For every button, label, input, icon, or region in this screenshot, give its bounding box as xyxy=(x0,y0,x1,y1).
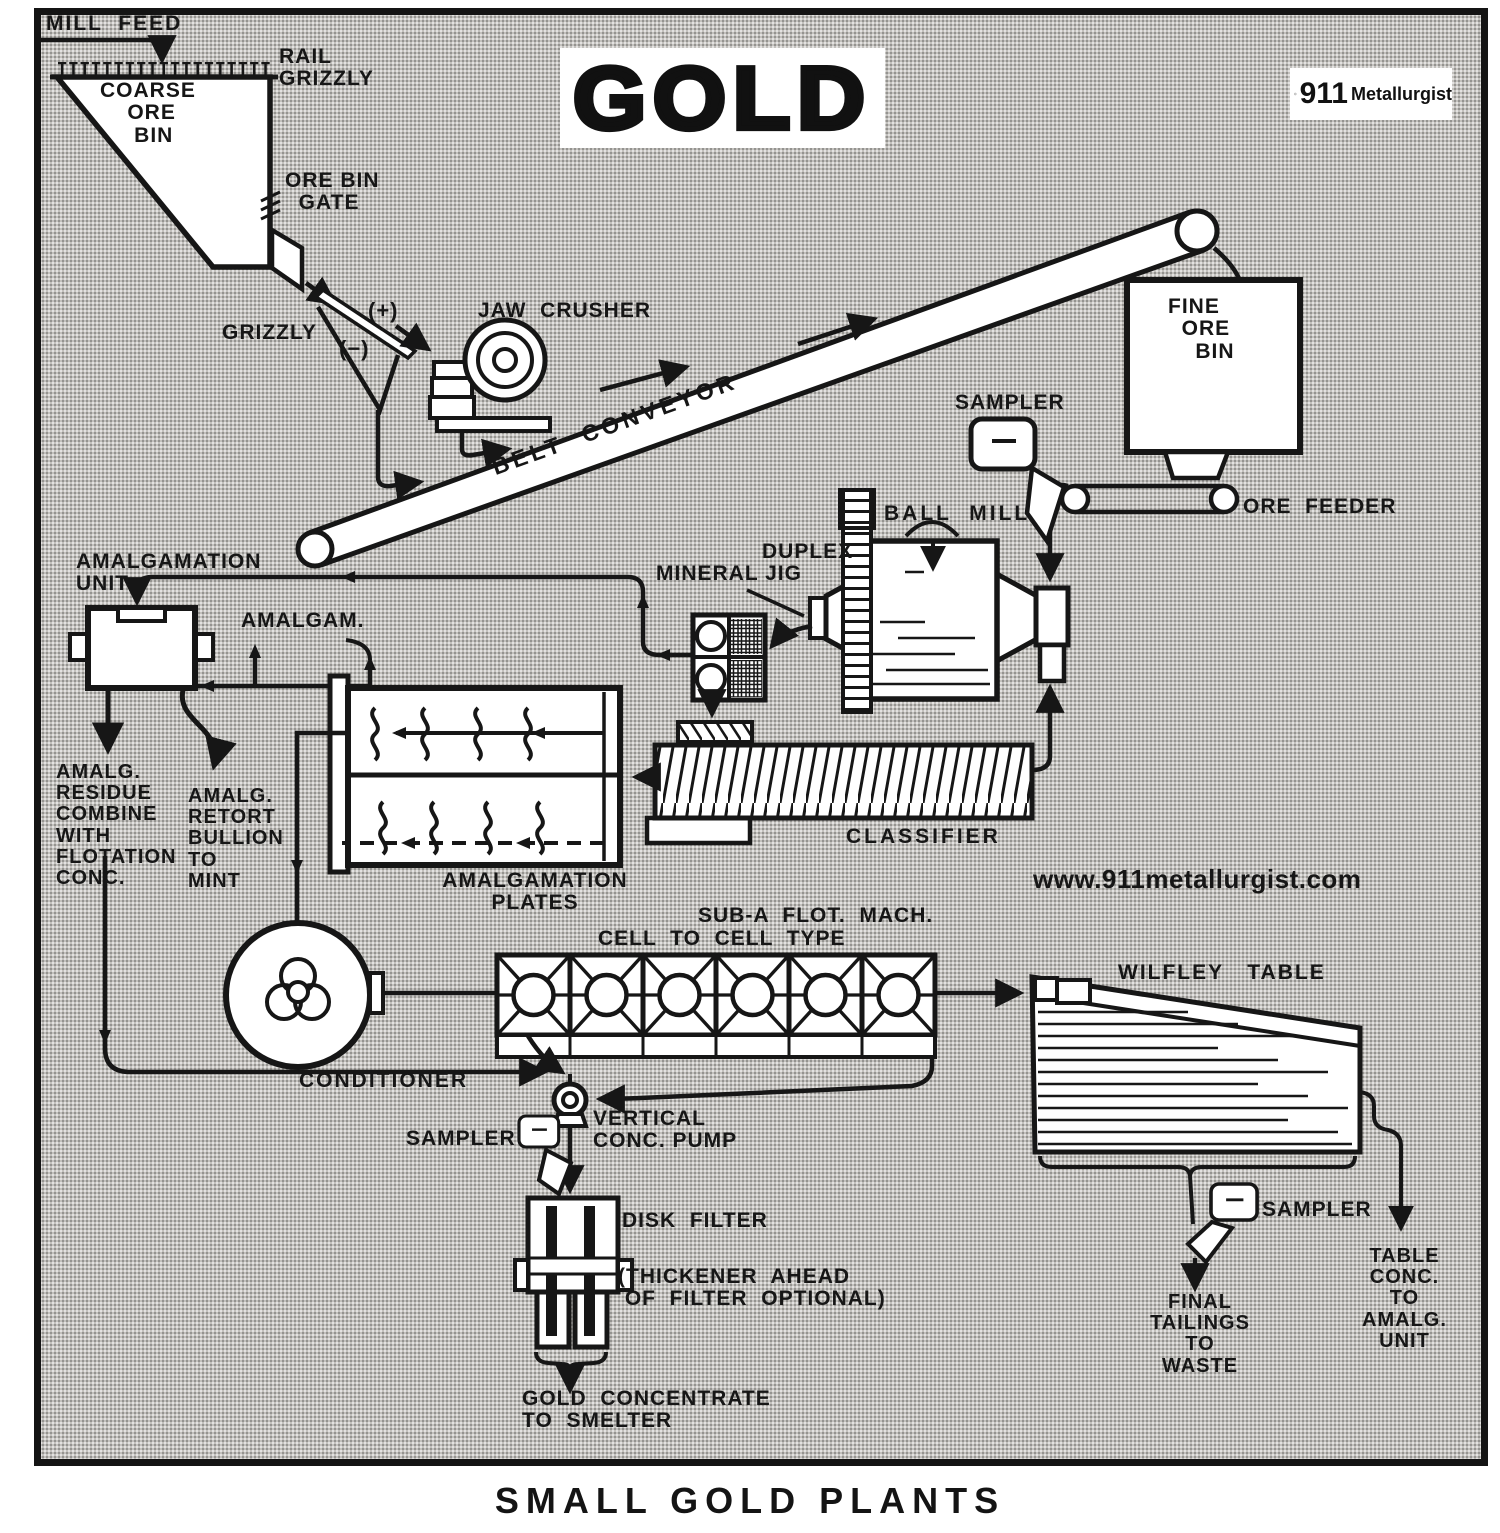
title-box: GOLD xyxy=(560,45,885,149)
amalgamation-unit-label: AMALGAMATION UNIT xyxy=(76,550,262,596)
classifier-label: CLASSIFIER xyxy=(846,825,1001,848)
duplex-label: DUPLEX xyxy=(762,540,854,563)
jaw-crusher-label: JAW CRUSHER xyxy=(478,299,652,322)
sampler-mid-label: SAMPLER xyxy=(406,1127,516,1150)
ore-bin-gate-label: ORE BIN GATE xyxy=(285,169,380,215)
fine-ore-bin-label: FINE ORE BIN xyxy=(1168,295,1235,363)
amalgamation-plates-label: AMALGAMATION PLATES xyxy=(442,869,628,915)
page-title: GOLD xyxy=(570,45,872,149)
final-tailings-label: FINAL TAILINGS TO WASTE xyxy=(1150,1291,1250,1377)
ball-mill-label: BALL MILL xyxy=(884,502,1031,525)
coarse-ore-bin-label: COARSE ORE BIN xyxy=(100,79,196,147)
amalg-retort-label: AMALG. RETORT BULLION TO MINT xyxy=(188,785,284,892)
sub-a-flot-label: SUB-A FLOT. MACH. xyxy=(698,904,934,927)
sampler-top-label: SAMPLER xyxy=(955,391,1065,414)
website-watermark: www.911metallurgist.com xyxy=(1033,864,1362,894)
mill-feed-label: MILL FEED xyxy=(46,12,183,35)
gold-concentrate-label: GOLD CONCENTRATE TO SMELTER xyxy=(522,1387,771,1433)
grizzly-plus-label: (+) xyxy=(368,298,399,323)
thickener-note-label: (THICKENER AHEAD OF FILTER OPTIONAL) xyxy=(618,1265,886,1311)
mineral-jig-label: MINERAL JIG xyxy=(656,562,802,585)
table-conc-label: TABLE CONC. TO AMALG. UNIT xyxy=(1362,1245,1447,1352)
wilfley-table-label: WILFLEY TABLE xyxy=(1118,961,1326,984)
amalg-residue-label: AMALG. RESIDUE COMBINE WITH FLOTATION CO… xyxy=(56,761,177,889)
vertical-pump-label: VERTICAL CONC. PUMP xyxy=(593,1107,738,1153)
rail-grizzly-label: RAIL GRIZZLY xyxy=(279,45,374,91)
ore-feeder-label: ORE FEEDER xyxy=(1243,495,1397,518)
logo-911-metallurgist: 911 Metallurgist xyxy=(1290,68,1452,120)
diagram-board xyxy=(34,8,1488,1466)
globe-icon xyxy=(1294,92,1297,96)
grizzly-minus-label: (−) xyxy=(339,336,370,361)
figure-caption: SMALL GOLD PLANTS xyxy=(494,1480,1006,1521)
disk-filter-label: DISK FILTER xyxy=(622,1209,768,1232)
logo-number: 911 xyxy=(1299,77,1348,110)
conditioner-label: CONDITIONER xyxy=(299,1069,468,1092)
grizzly-label: GRIZZLY xyxy=(222,321,317,344)
cell-to-cell-label: CELL TO CELL TYPE xyxy=(598,927,846,950)
logo-name: Metallurgist xyxy=(1350,83,1452,104)
sampler-right-label: SAMPLER xyxy=(1262,1198,1372,1221)
amalgam-label: AMALGAM. xyxy=(241,609,365,632)
